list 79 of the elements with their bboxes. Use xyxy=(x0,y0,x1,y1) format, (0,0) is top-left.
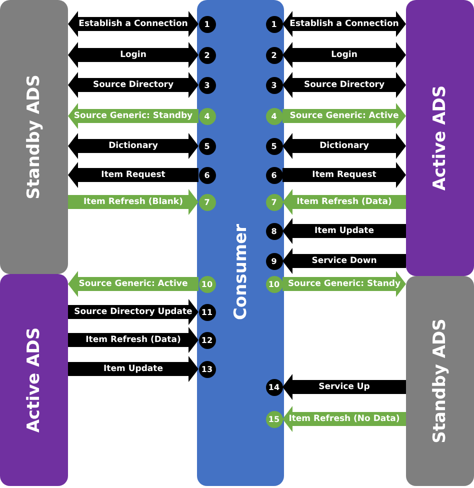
edge-label: Source Generic: Standy xyxy=(288,279,401,289)
bar-title: Standby ADS xyxy=(24,74,44,200)
step-number: 2 xyxy=(266,46,282,64)
edge-label: Source Directory xyxy=(304,80,385,90)
block-arrow xyxy=(282,42,406,68)
step-number: 1 xyxy=(198,16,216,32)
block-arrow xyxy=(68,103,198,129)
edge-label: Source Directory Update xyxy=(74,307,192,317)
edge-label: Source Directory xyxy=(92,80,174,90)
block-arrow xyxy=(282,271,406,297)
server-bar xyxy=(0,274,68,486)
block-arrow xyxy=(282,11,406,37)
edge-label: Establish a Connection xyxy=(290,19,399,29)
block-arrow xyxy=(68,189,198,215)
step-number: 10 xyxy=(266,276,282,292)
block-arrow xyxy=(68,133,198,159)
server-bar xyxy=(406,276,474,486)
block-arrow xyxy=(68,11,198,37)
step-number: 3 xyxy=(266,76,282,94)
edge-label: Item Request xyxy=(101,170,166,180)
block-arrow xyxy=(282,218,406,244)
step-number: 7 xyxy=(266,194,282,210)
step-number: 6 xyxy=(198,166,216,184)
step-number: 14 xyxy=(266,378,282,396)
step-number: 7 xyxy=(198,194,216,210)
edge-label: Item Refresh (Data) xyxy=(86,335,181,345)
block-arrow xyxy=(282,103,406,129)
edge-label: Service Up xyxy=(318,382,370,392)
server-bar xyxy=(406,0,474,276)
bar-title: Active ADS xyxy=(24,327,44,433)
edge-label: Item Update xyxy=(314,226,374,236)
edge-label: Login xyxy=(120,50,146,60)
step-number: 2 xyxy=(198,46,216,64)
step-number: 8 xyxy=(266,222,282,240)
step-number: 3 xyxy=(198,76,216,94)
edge-label: Service Down xyxy=(312,256,377,266)
step-number: 11 xyxy=(198,304,216,320)
bar-title: Standby ADS xyxy=(430,318,450,444)
edge-label: Item Request xyxy=(312,170,376,180)
edge-label: Source Generic: Standby xyxy=(74,111,193,121)
step-number: 5 xyxy=(198,138,216,154)
step-number: 4 xyxy=(198,108,216,124)
block-arrow xyxy=(282,162,406,188)
edge-label: Item Update xyxy=(104,364,163,374)
block-arrow xyxy=(282,72,406,98)
step-number: 5 xyxy=(266,138,282,154)
bar-title: Consumer xyxy=(230,224,250,320)
step-number: 6 xyxy=(266,166,282,184)
edge-label: Dictionary xyxy=(108,141,158,151)
step-number: 12 xyxy=(198,332,216,348)
block-arrow xyxy=(68,327,198,353)
consumer-bar xyxy=(197,0,284,486)
block-arrow xyxy=(282,406,406,432)
step-number: 1 xyxy=(266,16,282,32)
bar-title: Active ADS xyxy=(430,85,450,191)
block-arrow xyxy=(282,133,406,159)
block-arrow xyxy=(68,356,198,382)
edge-label: Item Refresh (Blank) xyxy=(84,197,183,207)
block-arrow xyxy=(282,248,406,274)
edge-label: Source Generic: Active xyxy=(290,111,399,121)
block-arrow xyxy=(68,271,198,297)
edge-label: Item Refresh (Data) xyxy=(296,197,392,207)
block-arrow xyxy=(68,162,198,188)
edge-label: Login xyxy=(331,50,358,60)
step-number: 13 xyxy=(198,360,216,378)
step-number: 15 xyxy=(266,410,282,428)
step-number: 9 xyxy=(266,252,282,270)
step-number: 4 xyxy=(266,108,282,124)
block-arrow xyxy=(282,374,406,400)
server-bar xyxy=(0,0,68,274)
edge-label: Source Generic: Active xyxy=(78,279,188,289)
block-arrow xyxy=(68,299,198,325)
block-arrow xyxy=(68,72,198,98)
edge-label: Establish a Connection xyxy=(78,19,188,29)
block-arrow xyxy=(68,42,198,68)
step-number: 10 xyxy=(198,276,216,292)
block-arrow xyxy=(282,189,406,215)
edge-label: Item Refresh (No Data) xyxy=(288,414,400,424)
edge-label: Dictionary xyxy=(320,141,369,151)
